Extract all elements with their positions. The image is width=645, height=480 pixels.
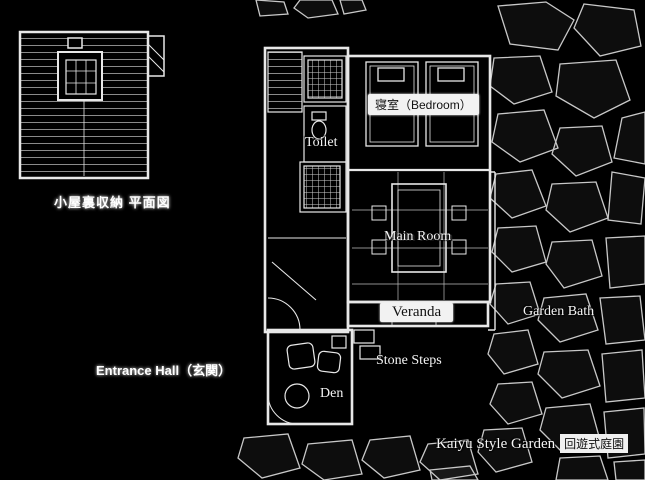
- entrance-hall-label: Entrance Hall（玄関）: [96, 363, 232, 378]
- right-block-walls: [346, 54, 492, 304]
- bed-pillow: [437, 67, 465, 82]
- washroom: [303, 55, 347, 103]
- entrance-hall: [267, 237, 346, 331]
- den-interior: [267, 335, 347, 425]
- garden-stones: [237, 0, 645, 480]
- bathroom: [299, 161, 347, 213]
- toilet-label: Toilet: [305, 135, 338, 150]
- stone-steps: [353, 329, 381, 360]
- main-room-label: Main Room: [384, 229, 452, 244]
- staircase: [267, 51, 303, 113]
- inset-roof-plan: [18, 30, 165, 180]
- den-label: Den: [320, 386, 344, 401]
- bedroom-label: 寝室（Bedroom）: [368, 94, 479, 115]
- kaiyu-garden-label-en: Kaiyu Style Garden: [436, 436, 556, 452]
- veranda-label: Veranda: [380, 303, 454, 322]
- main-room-table: [371, 183, 467, 273]
- toilet-room: [303, 105, 347, 163]
- veranda-area: [346, 300, 490, 328]
- bed-pillow: [377, 67, 405, 82]
- inset-plan-caption: 小屋裏収納 平面図: [54, 195, 171, 210]
- bedroom-area: [348, 61, 490, 172]
- stone-steps-label: Stone Steps: [376, 353, 442, 368]
- kaiyu-garden-label-jp: 回遊式庭園: [560, 434, 629, 453]
- garden-bath-label: Garden Bath: [523, 304, 595, 319]
- den-area: [266, 328, 354, 426]
